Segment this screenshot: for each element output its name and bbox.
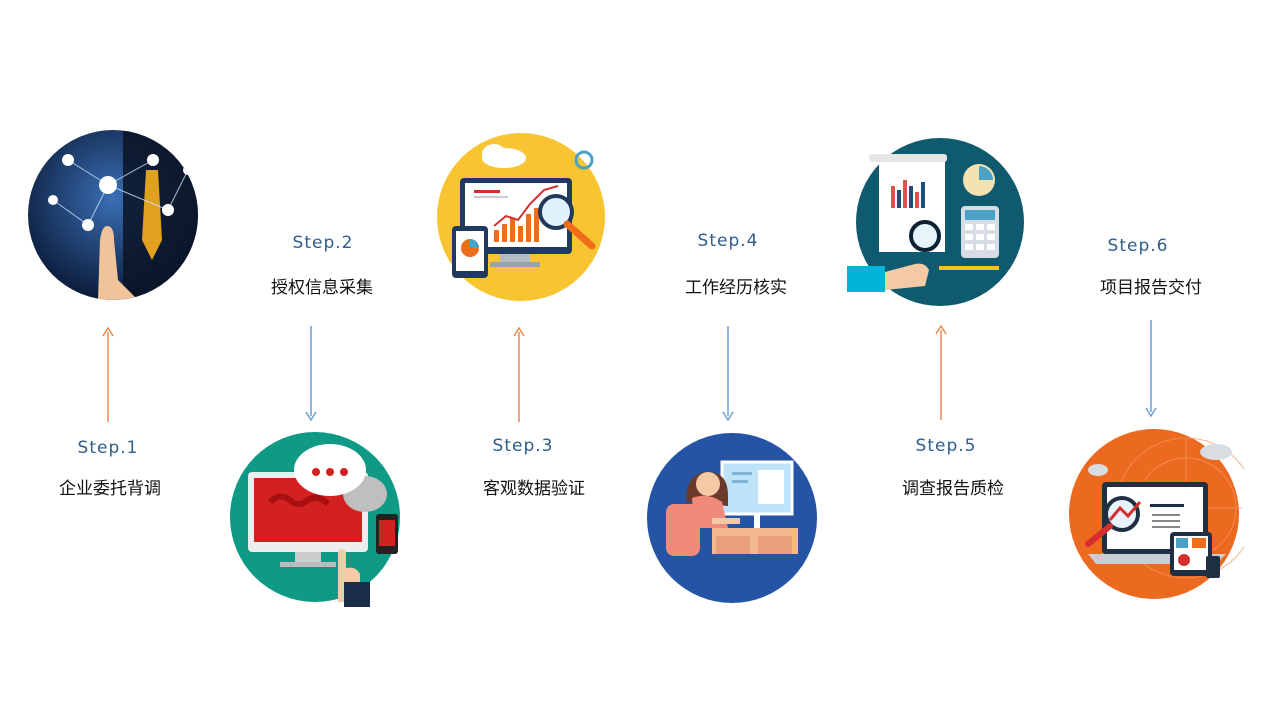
step6-label: Step.6: [1107, 236, 1169, 256]
step2-label: Step.2: [292, 233, 354, 253]
step1-up-arrow: [101, 326, 115, 422]
step3-title: 客观数据验证: [483, 479, 585, 499]
step6-down-arrow: [1144, 320, 1158, 418]
step2-title: 授权信息采集: [271, 278, 373, 298]
step6-title: 项目报告交付: [1100, 278, 1202, 298]
step3-illustration-analytics: [436, 130, 611, 305]
step6-illustration-report-delivery: [1066, 428, 1244, 604]
step5-up-arrow: [934, 324, 948, 420]
step1-illustration-business-network: [28, 130, 198, 300]
step4-label: Step.4: [697, 231, 759, 251]
step1-title: 企业委托背调: [59, 479, 161, 499]
step4-down-arrow: [721, 326, 735, 422]
step1-label: Step.1: [77, 438, 139, 458]
step4-title: 工作经历核实: [685, 278, 787, 298]
step3-up-arrow: [512, 326, 526, 422]
step5-title: 调查报告质检: [902, 479, 1004, 499]
step5-label: Step.5: [915, 436, 977, 456]
step3-label: Step.3: [492, 436, 554, 456]
step4-illustration-office-worker: [646, 432, 818, 604]
step2-illustration-monitor-chat: [230, 432, 405, 607]
step2-down-arrow: [304, 326, 318, 422]
step5-illustration-report-inspection: [845, 136, 1027, 308]
